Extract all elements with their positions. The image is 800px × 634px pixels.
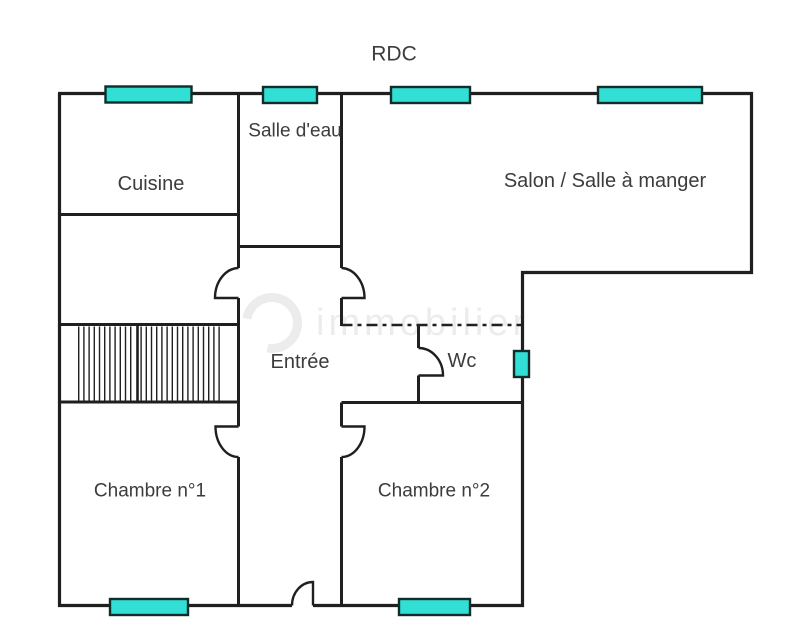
room-label-salon: Salon / Salle à manger <box>503 170 707 192</box>
room-label-salle-deau: Salle d'eau <box>248 120 342 142</box>
window-wc <box>512 349 531 379</box>
window-chambre-1 <box>108 597 190 617</box>
window-cuisine <box>104 85 193 104</box>
room-label-entree: Entrée <box>270 351 330 373</box>
doors <box>213 266 445 606</box>
room-label-cuisine: Cuisine <box>117 173 185 195</box>
window-salon-left <box>389 85 472 105</box>
room-label-chambre-1: Chambre n°1 <box>93 480 207 502</box>
door-chambre-2 <box>341 425 366 459</box>
stair-treads-right <box>140 326 222 401</box>
door-wc <box>418 346 445 377</box>
interior-walls <box>58 93 523 606</box>
door-chambre-1 <box>214 425 239 459</box>
door-entree-left <box>213 266 239 300</box>
room-label-chambre-2: Chambre n°2 <box>377 480 491 502</box>
door-main-entrance <box>290 580 315 606</box>
room-label-wc: Wc <box>447 350 477 372</box>
stair-treads-left <box>78 326 135 401</box>
window-salle-deau <box>261 85 319 105</box>
window-chambre-2 <box>397 597 472 617</box>
door-entree-salon <box>341 266 366 300</box>
staircase <box>78 326 222 401</box>
windows <box>104 85 704 617</box>
page-title: RDC <box>371 42 417 66</box>
window-salon-right <box>596 85 704 105</box>
